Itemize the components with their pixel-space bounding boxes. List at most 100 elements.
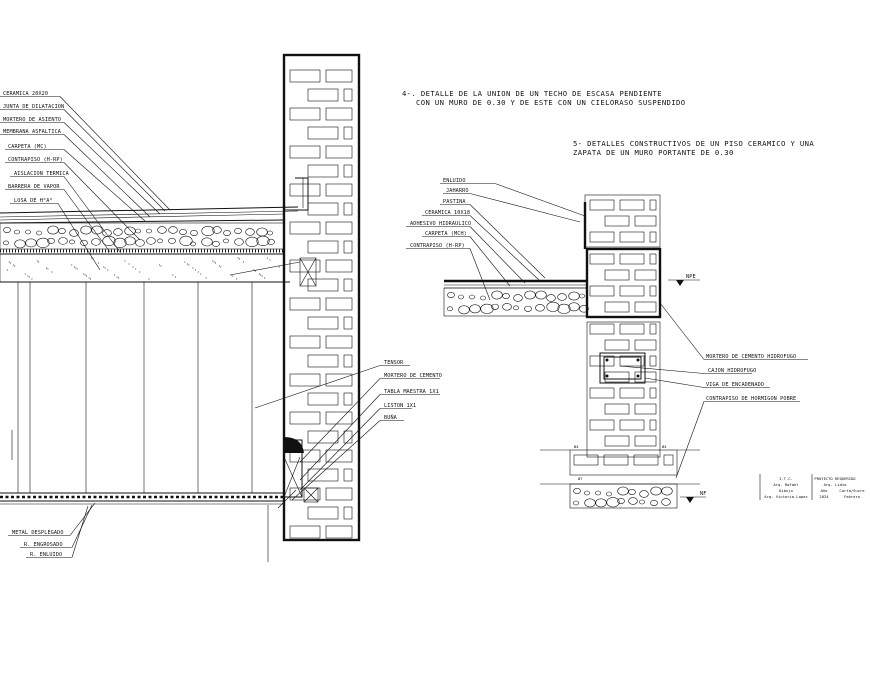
callout-label: JAHARRO (446, 188, 469, 194)
aggregate-stone (36, 237, 50, 249)
aggregate-stone (256, 235, 270, 247)
brick (619, 199, 645, 211)
brick (289, 335, 321, 349)
detail-5-title-line-1: 5- DETALLES CONSTRUCTIVOS DE UN PISO CER… (573, 139, 814, 148)
hatch-dot (214, 262, 216, 264)
aggregate-stone (650, 499, 658, 506)
brick (619, 253, 645, 265)
aggregate-stone (47, 225, 59, 235)
leader-line (494, 183, 586, 217)
hatch-dot (88, 277, 90, 279)
aggregate-stone (535, 304, 545, 312)
leader-line (659, 302, 705, 360)
leader-line (63, 134, 151, 218)
brick (343, 164, 353, 178)
callout-label: R. ENLUIDO (30, 552, 62, 558)
brick (634, 339, 657, 351)
brick (325, 373, 353, 387)
leader-line (63, 162, 141, 241)
aggregate-stone (491, 290, 503, 300)
brick (589, 355, 615, 367)
leader-line (469, 204, 546, 279)
aggregate-stone (606, 491, 612, 497)
chain-beam (585, 247, 662, 319)
hatch-dot (258, 273, 260, 275)
brick (649, 323, 657, 335)
brick (325, 297, 353, 311)
aggregate-stone (458, 294, 464, 300)
brick (307, 392, 339, 406)
aggregate-stone (513, 294, 523, 302)
aggregate-stone (661, 498, 671, 506)
aggregate-stone (113, 237, 127, 249)
aggregate-stone (47, 237, 55, 244)
hatch-dot (159, 264, 161, 266)
svg-text:Arq. Rafael: Arq. Rafael (773, 482, 798, 487)
brick (325, 259, 353, 273)
brick (343, 354, 353, 368)
leader-line (63, 149, 146, 222)
hatch-dot (132, 266, 134, 268)
brick (589, 253, 615, 265)
shadow-gap (284, 437, 304, 453)
aggregate-stone (36, 230, 42, 236)
brick (325, 525, 353, 539)
aggregate-stone (650, 486, 662, 496)
brick (619, 355, 645, 367)
aggregate-stone (146, 237, 156, 245)
aggregate-stone (14, 239, 26, 249)
hatch-dot (27, 275, 29, 277)
hatch-dot (269, 259, 271, 261)
brick-wall (282, 53, 361, 542)
brick (307, 506, 339, 520)
brick (343, 468, 353, 482)
brick (289, 411, 321, 425)
slab-hatch (6, 257, 280, 280)
hatch-dot (184, 261, 186, 263)
svg-text:Arq. Lidio: Arq. Lidio (824, 482, 848, 487)
brick (573, 454, 599, 466)
brick (589, 231, 615, 243)
aggregate-stone (573, 487, 581, 494)
aggregate-stone (573, 500, 579, 506)
brick (307, 354, 339, 368)
aggregate-stone (168, 237, 176, 244)
leader-line (675, 401, 705, 479)
hatch-dot (104, 267, 106, 269)
aggregate-stone (579, 293, 585, 299)
callout-label: MORTERO DE CEMENTO HIDROFUGO (706, 354, 796, 360)
aggregate-stone (14, 229, 20, 235)
brick (589, 419, 615, 431)
brick (307, 88, 339, 102)
brick (604, 301, 630, 313)
callout-label: CONTRAPISO (H-RP) (410, 243, 465, 249)
aggregate-stone (546, 294, 556, 302)
brick (325, 69, 353, 83)
brick (325, 107, 353, 121)
callout-label: CARPETA (MCH) (425, 231, 467, 237)
brick (604, 371, 630, 383)
level-marker-npe: NPE (668, 274, 700, 286)
aggregate-stone (212, 226, 222, 234)
aggregate-stone (245, 228, 255, 236)
brick (619, 387, 645, 399)
aggregate-stone (661, 486, 673, 496)
brick (619, 231, 645, 243)
hatch-dot (238, 258, 240, 260)
brick (343, 278, 353, 292)
leader-line (619, 365, 705, 374)
aggregate-stone (480, 303, 494, 314)
callout-label: CONTRAPISO DE HORMIGON POBRE (706, 396, 796, 402)
aggregate-stone (80, 225, 92, 235)
brick-courses (289, 69, 353, 539)
callout-label: TENSOR (384, 360, 404, 366)
leader-line (254, 365, 381, 409)
brick (343, 240, 353, 254)
callout-label: JUNTA DE DILATACION (3, 104, 64, 110)
brick (289, 183, 321, 197)
hatch-dot (47, 268, 49, 270)
hatch-dot (124, 260, 126, 262)
